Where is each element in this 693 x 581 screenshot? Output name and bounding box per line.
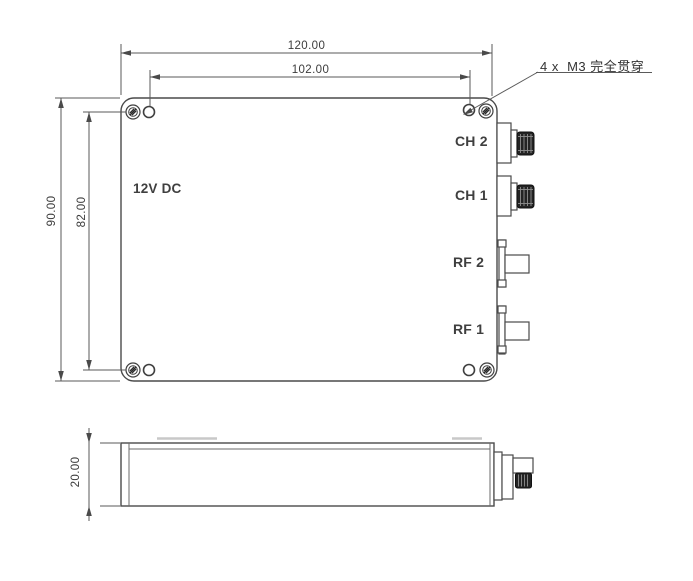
pilot-hole-bottom-left	[142, 363, 156, 377]
top-view	[120, 97, 535, 382]
screw-hole-bottom-left	[125, 362, 141, 378]
screw-hole-top-right	[478, 103, 494, 119]
dim-90	[55, 97, 120, 382]
ch1-port-label: CH 1	[455, 187, 488, 203]
pilot-hole-bottom-right	[462, 363, 476, 377]
side-view-connector	[493, 451, 534, 501]
rf1-port-label: RF 1	[453, 321, 485, 337]
dim-102	[149, 70, 471, 106]
screw-hole-bottom-right	[479, 362, 495, 378]
screw-hole-top-left	[125, 104, 141, 120]
power-port-label: 12V DC	[133, 181, 182, 196]
dim-hole-spacing-y-value: 82.00	[76, 196, 88, 228]
dim-120	[120, 44, 493, 96]
dim-width-value: 120.00	[287, 40, 326, 52]
ch2-connector	[496, 122, 535, 164]
enclosure-side-outline	[120, 442, 495, 507]
side-dim-height-value: 20.00	[70, 456, 82, 488]
dim-hole-spacing-x-value: 102.00	[291, 64, 330, 76]
side-view	[120, 437, 534, 507]
pilot-hole-top-left	[142, 105, 156, 119]
ch2-port-label: CH 2	[455, 133, 488, 149]
rf1-connector	[497, 305, 530, 355]
m3-note-leader	[463, 71, 652, 115]
dim-height-value: 90.00	[46, 195, 58, 227]
rf2-port-label: RF 2	[453, 254, 485, 270]
dim-20	[86, 428, 120, 521]
rf2-connector	[497, 239, 530, 288]
enclosure-top-outline	[120, 97, 498, 382]
m3-hole-note: 4 x M3 完全贯穿	[540, 59, 645, 74]
dim-82	[83, 111, 126, 371]
ch1-connector	[496, 175, 535, 217]
